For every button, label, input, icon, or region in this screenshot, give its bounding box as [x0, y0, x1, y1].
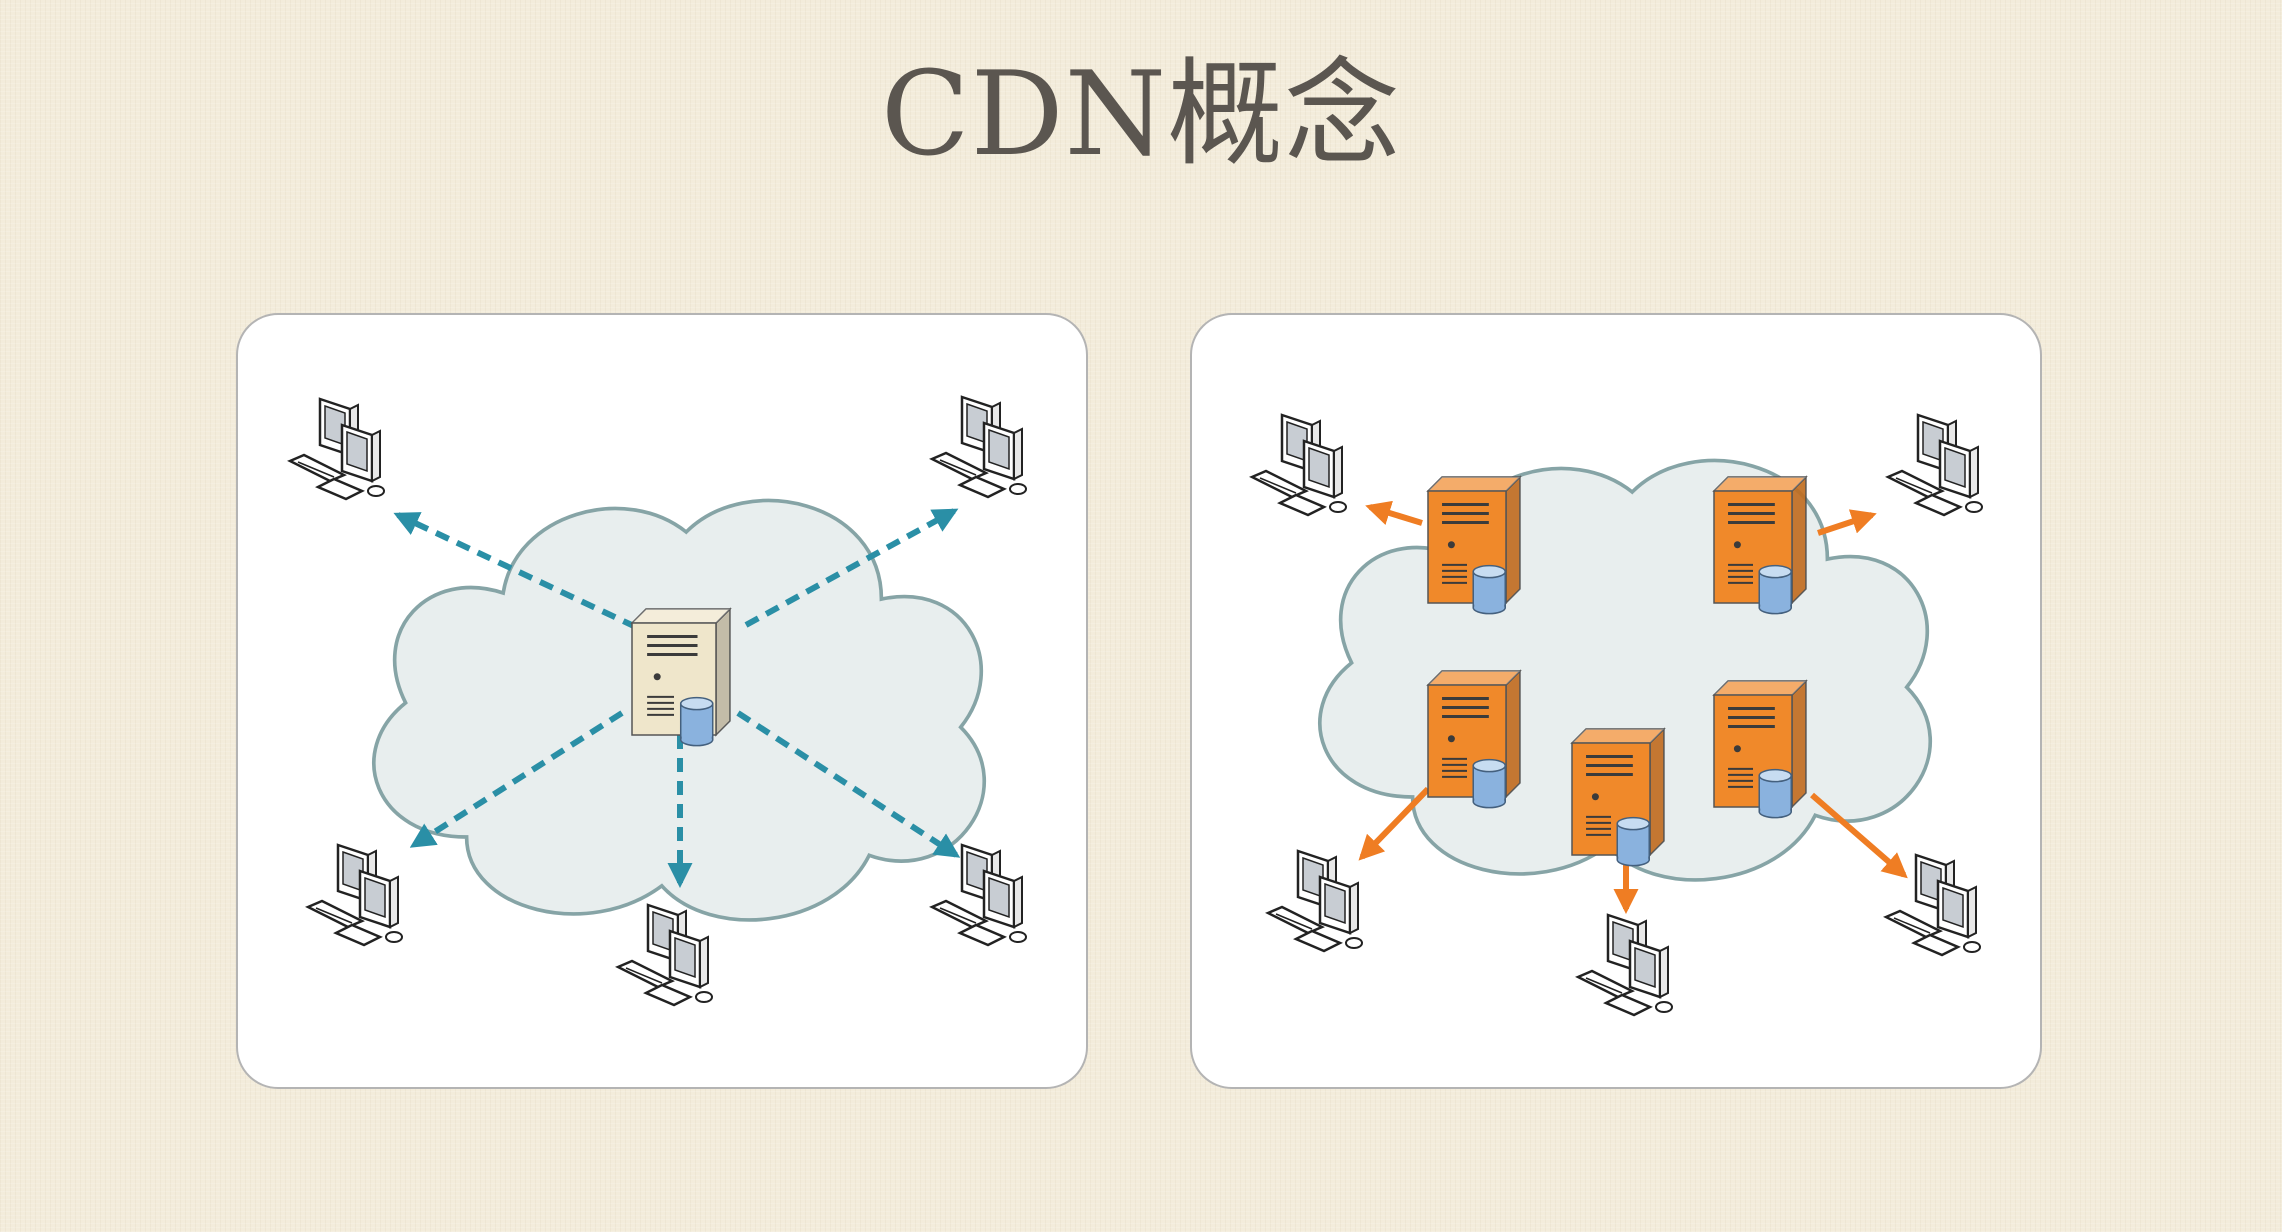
edge-server-icon [1426, 475, 1522, 615]
request-arrow [393, 512, 638, 630]
origin-server-icon [630, 607, 732, 747]
database-icon [1472, 564, 1506, 615]
origin-network-diagram [287, 395, 1027, 1007]
delivery-arrow [1817, 509, 1877, 536]
edge-server-icon [1570, 727, 1666, 867]
request-arrow [409, 710, 624, 848]
delivery-arrow [1810, 792, 1908, 879]
computer-icon [1265, 849, 1363, 953]
computer-icon [287, 397, 385, 501]
cdn-network-diagram [1249, 413, 1983, 1017]
database-icon [1758, 564, 1792, 615]
cdn-diagram-panel [1190, 313, 2042, 1089]
database-icon [679, 696, 714, 747]
computer-icon [615, 903, 713, 1007]
computer-icon [929, 843, 1027, 947]
computer-icon [305, 843, 403, 947]
computer-icon [1885, 413, 1983, 517]
computer-icon [1883, 853, 1981, 957]
slide-title: CDN概念 [880, 47, 1402, 182]
delivery-arrow [1358, 786, 1431, 861]
edge-server-icon [1426, 669, 1522, 809]
computer-icon [1249, 413, 1347, 517]
computer-icon [1575, 913, 1673, 1017]
edge-server-icon [1712, 679, 1808, 819]
database-icon [1616, 816, 1650, 867]
database-icon [1472, 758, 1506, 809]
request-arrow [736, 710, 961, 858]
delivery-arrow [1365, 500, 1423, 526]
request-arrow [744, 508, 959, 628]
edge-server-icon [1712, 475, 1808, 615]
database-icon [1758, 768, 1792, 819]
computer-icon [929, 395, 1027, 499]
origin-diagram-panel [236, 313, 1088, 1089]
